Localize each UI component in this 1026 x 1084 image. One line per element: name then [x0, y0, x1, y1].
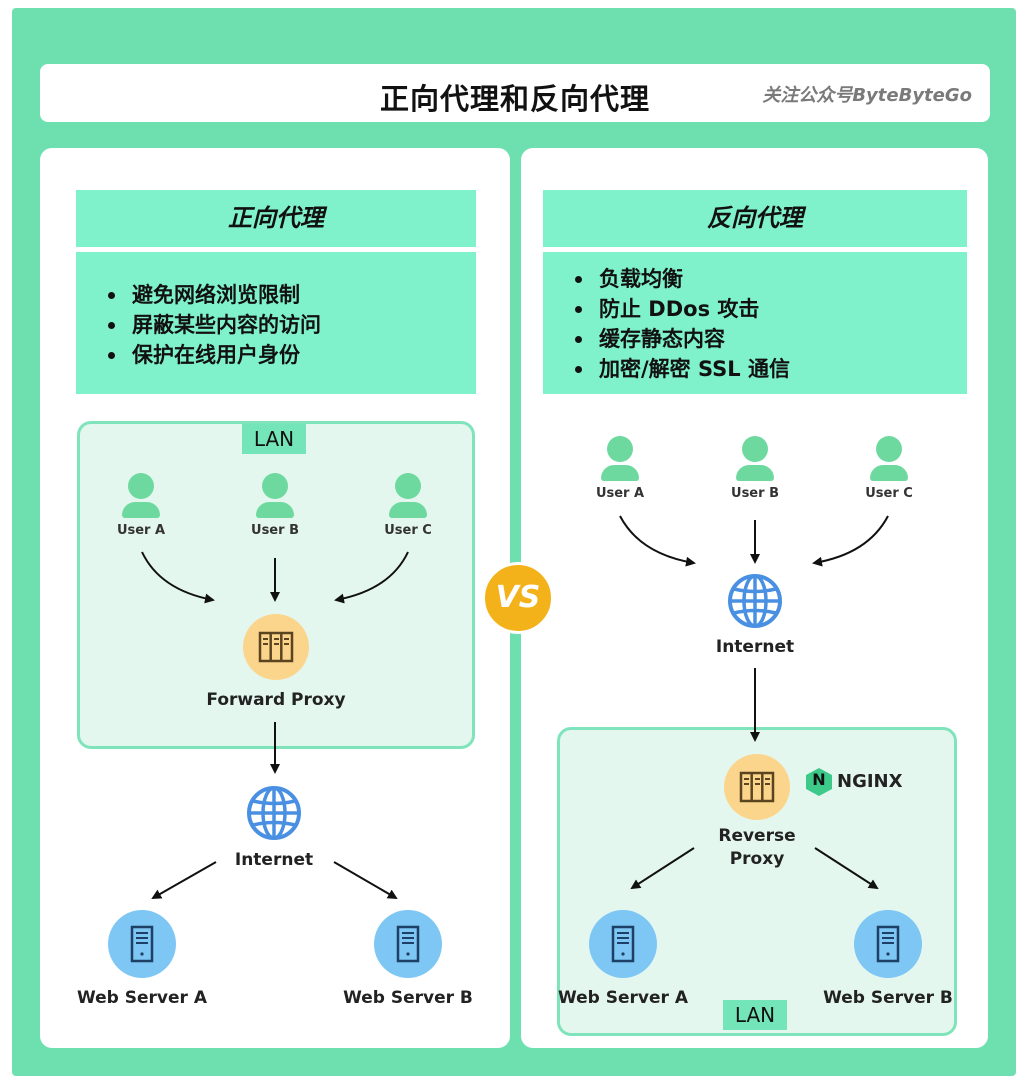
left-lan-label: LAN	[242, 424, 306, 454]
right-internet-label: Internet	[715, 637, 795, 657]
forward-proxy-label: Forward Proxy	[206, 690, 346, 710]
arrow-internet-to-left-server-b	[333, 861, 398, 900]
user-label: User C	[384, 523, 432, 538]
arrow-reverse-proxy-to-server-a	[630, 847, 695, 890]
user-icon	[607, 436, 633, 462]
user-icon	[395, 473, 421, 499]
arrow-right-user-a-to-internet	[619, 515, 696, 567]
left-internet-label: Internet	[234, 850, 314, 870]
right-user-b: User B	[725, 436, 785, 501]
user-label: User B	[251, 523, 299, 538]
reverse-proxy-benefits: 负载均衡 防止 DDos 攻击 缓存静态内容 加密/解密 SSL 通信	[543, 252, 967, 394]
server-icon	[130, 925, 154, 963]
arrow-user-c-to-forward-proxy	[334, 551, 409, 604]
left-web-server-a	[108, 910, 176, 978]
right-web-server-b-label: Web Server B	[823, 988, 953, 1008]
left-user-a: User A	[111, 473, 171, 538]
right-web-server-a	[589, 910, 657, 978]
nginx-hexagon-icon	[806, 768, 832, 796]
reverse-proxy-label-line1: Reverse	[718, 826, 796, 846]
server-icon	[876, 925, 900, 963]
arrow-right-user-c-to-internet	[812, 515, 889, 567]
benefit-item: 保护在线用户身份	[102, 340, 476, 370]
arrow-internet-to-left-server-a	[151, 861, 217, 899]
right-web-server-b	[854, 910, 922, 978]
arrow-user-a-to-forward-proxy	[141, 551, 215, 604]
reverse-proxy-label-line2: Proxy	[729, 849, 785, 869]
benefit-item: 防止 DDos 攻击	[569, 294, 967, 324]
reverse-proxy-node	[724, 754, 790, 820]
user-label: User A	[116, 523, 166, 538]
user-icon	[128, 473, 154, 499]
server-icon	[611, 925, 635, 963]
right-user-a: User A	[590, 436, 650, 501]
arrow-reverse-proxy-to-server-b	[814, 847, 879, 890]
forward-proxy-heading: 正向代理	[76, 190, 476, 247]
nginx-label: NGINX	[837, 771, 903, 792]
title-bar: 正向代理和反向代理 关注公众号ByteByteGo	[40, 64, 990, 122]
reverse-proxy-heading: 反向代理	[543, 190, 967, 247]
left-web-server-a-label: Web Server A	[77, 988, 207, 1008]
left-web-server-b	[374, 910, 442, 978]
server-rack-icon	[258, 631, 294, 663]
source-tag: 关注公众号ByteByteGo	[762, 85, 972, 106]
left-user-c: User C	[378, 473, 438, 538]
user-label: User C	[865, 486, 913, 501]
left-globe-icon	[245, 784, 303, 846]
user-icon	[876, 436, 902, 462]
server-icon	[396, 925, 420, 963]
right-web-server-a-label: Web Server A	[558, 988, 688, 1008]
forward-proxy-benefits: 避免网络浏览限制 屏蔽某些内容的访问 保护在线用户身份	[76, 252, 476, 394]
benefit-item: 加密/解密 SSL 通信	[569, 354, 967, 384]
user-icon	[262, 473, 288, 499]
user-label: User B	[731, 486, 779, 501]
nginx-letter: N	[812, 770, 826, 789]
benefit-item: 屏蔽某些内容的访问	[102, 310, 476, 340]
benefit-item: 避免网络浏览限制	[102, 280, 476, 310]
vs-badge: VS	[482, 562, 554, 634]
forward-proxy-node	[243, 614, 309, 680]
server-rack-icon	[739, 771, 775, 803]
right-user-c: User C	[859, 436, 919, 501]
benefit-item: 负载均衡	[569, 264, 967, 294]
right-globe-icon	[726, 572, 784, 634]
page-title: 正向代理和反向代理	[379, 82, 650, 116]
user-label: User A	[595, 486, 645, 501]
right-lan-label: LAN	[723, 1000, 787, 1030]
benefit-item: 缓存静态内容	[569, 324, 967, 354]
left-web-server-b-label: Web Server B	[343, 988, 473, 1008]
user-icon	[742, 436, 768, 462]
left-user-b: User B	[245, 473, 305, 538]
